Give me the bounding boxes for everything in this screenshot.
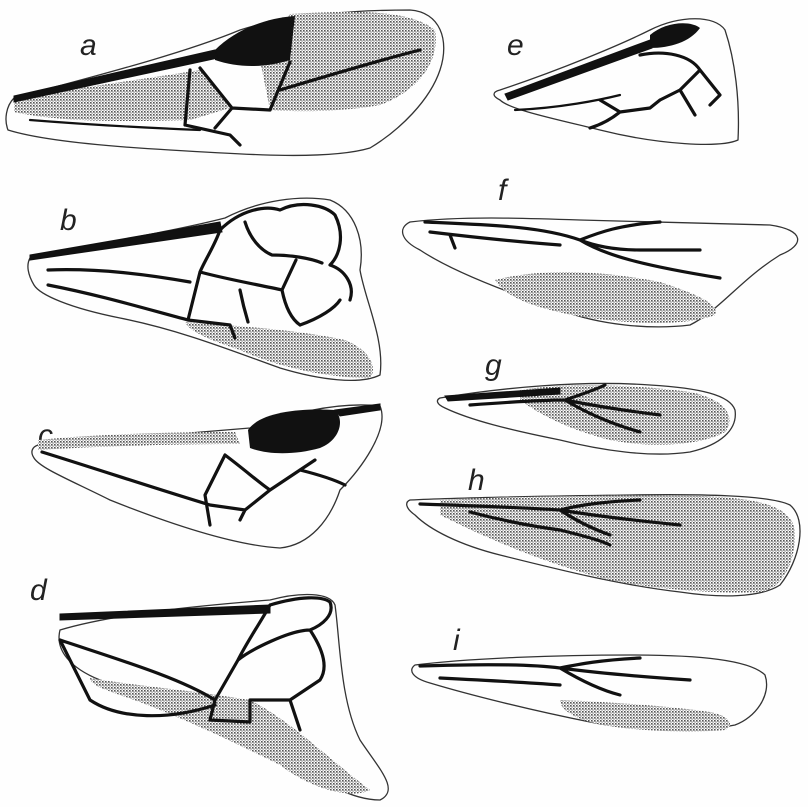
- panel-label-i: i: [453, 624, 461, 657]
- wing-panel-g: g: [437, 349, 735, 454]
- wing-panel-b: b: [28, 198, 381, 380]
- wing-panel-c: c: [32, 404, 382, 548]
- stigma-c: [248, 410, 340, 454]
- panel-label-b: b: [60, 204, 77, 237]
- shaded-region-i: [560, 700, 730, 731]
- panel-label-h: h: [468, 464, 485, 497]
- wing-panel-d: d: [30, 574, 388, 800]
- stigma-a: [215, 16, 295, 66]
- subcosta-b: [48, 270, 190, 320]
- costa-b: [30, 222, 222, 260]
- wing-panel-e: e: [494, 19, 738, 145]
- anal-vein-a: [30, 120, 200, 130]
- wing-panel-a: a: [6, 10, 444, 155]
- panel-label-a: a: [80, 29, 97, 62]
- panel-label-f: f: [498, 174, 509, 207]
- shaded-region-c: [38, 432, 240, 450]
- wing-panel-h: h: [407, 464, 800, 596]
- panel-label-e: e: [507, 29, 524, 62]
- panel-label-g: g: [485, 349, 502, 382]
- costa-e: [505, 40, 652, 100]
- veins-f: [425, 222, 720, 278]
- costa-d: [60, 605, 270, 620]
- veins-e: [590, 53, 720, 128]
- veins-i: [420, 658, 690, 695]
- shaded-region-h: [440, 496, 795, 593]
- wing-outline-e: [494, 19, 738, 145]
- wing-panel-i: i: [412, 624, 767, 731]
- shaded-region-d: [90, 678, 370, 794]
- wing-panel-f: f: [403, 174, 798, 327]
- shaded-region-f: [495, 272, 716, 323]
- shaded-region-b: [185, 322, 373, 378]
- panel-label-d: d: [30, 574, 48, 607]
